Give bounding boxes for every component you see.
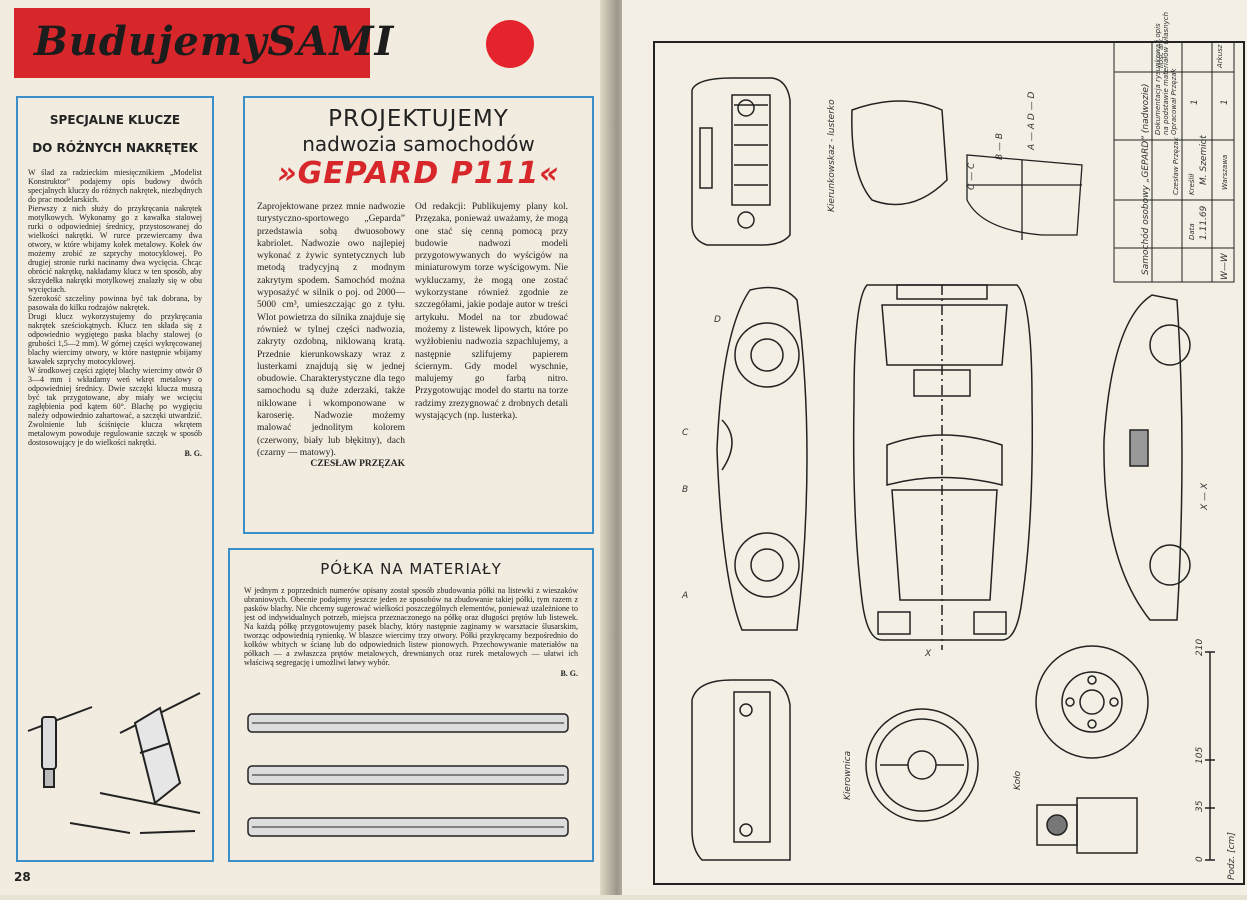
marker-x: X: [924, 649, 932, 659]
title-block-line1: Samochód osobowy „GEPARD” (nadwozie): [1140, 84, 1151, 275]
rear-view: [691, 679, 791, 861]
title-block-city: Warszawa: [1221, 155, 1229, 190]
section-bb-label: B — B: [995, 133, 1005, 160]
section-banner: BudujemySAMI: [14, 8, 393, 78]
marker-d: D: [714, 315, 721, 325]
title-block-line3: na podstawie materiałów własnych: [1162, 12, 1170, 135]
wrench-illustration: [27, 692, 201, 834]
title-block-sheet: 1: [1220, 99, 1230, 105]
top-view: [852, 284, 1034, 650]
keys-article-paragraph: Szerokość szczeliny powinna być tak dobr…: [28, 294, 202, 312]
scale-bar-35: 35: [1195, 800, 1205, 812]
title-block-date: 1.11.69: [1199, 205, 1209, 240]
keys-article-title-line1: SPECJALNE KLUCZE: [49, 113, 181, 127]
gepard-technical-drawing: Samochód osobowy „GEPARD” (nadwozie) Dok…: [653, 12, 1245, 885]
title-block-line5: Czesław Przęzak: [1172, 136, 1180, 195]
gepard-title-line2: nadwozia samochodów: [302, 132, 535, 156]
marker-a: A: [681, 591, 688, 601]
section-views: [966, 154, 1083, 240]
title-block-line2: Dokumentacja rysunkowa i opis: [1154, 23, 1162, 135]
title-block: [1113, 41, 1235, 283]
xx-label: X — X: [1200, 482, 1210, 511]
title-block-sheet-count: 1: [1190, 99, 1200, 105]
red-dot-decoration: [486, 20, 534, 68]
right-page: Samochód osobowy „GEPARD” (nadwozie) Dok…: [622, 0, 1247, 895]
keys-article-signature: B. G.: [184, 449, 202, 458]
section-aadd-label: A — A D — D: [1027, 91, 1037, 151]
scale-bar: [1205, 651, 1215, 861]
marker-c: C: [682, 428, 689, 438]
title-block-drawn-by: M. Szemiot: [1199, 135, 1209, 185]
keys-article-box: SPECJALNE KLUCZE DO RÓŻNYCH NAKRĘTEK W ś…: [16, 96, 214, 862]
scale-bar-label: Podz. [cm]: [1227, 832, 1237, 880]
title-block-scale: W—W: [1220, 252, 1230, 280]
shelf-illustration: [247, 713, 569, 837]
shelf-article-text: W jednym z poprzednich numerów opisany z…: [244, 586, 578, 667]
mirror-label: Kierunkowskaz - lusterko: [827, 99, 837, 212]
shelf-article-signature: B. G.: [560, 669, 578, 678]
profile-view: [1103, 294, 1191, 621]
keys-article-paragraph: Pierwszy z nich służy do przykręcania na…: [28, 204, 202, 294]
banner-title: BudujemySAMI: [34, 18, 395, 65]
title-block-date-label: Data: [1188, 223, 1196, 240]
wheel-label: Koło: [1013, 770, 1023, 790]
gepard-column1-text: Zaprojektowane przez mnie nadwozie turys…: [257, 202, 405, 458]
gepard-article-box: PROJEKTUJEMY nadwozia samochodów »GEPARD…: [243, 96, 594, 534]
hub-section-view: [1036, 797, 1138, 854]
side-view: [716, 286, 808, 631]
steering-wheel-view: [865, 708, 979, 822]
left-page: BudujemySAMI SPECJALNE KLUCZE DO RÓŻNYCH…: [0, 0, 612, 895]
section-cc-label: C — C: [967, 162, 977, 190]
shelf-title: PÓŁKA NA MATERIAŁY: [320, 560, 502, 578]
gepard-author: CZESŁAW PRZĘZAK: [310, 459, 405, 470]
title-block-line4: Opracował Przęzak: [1170, 67, 1178, 135]
scale-bar-0: 0: [1195, 856, 1205, 862]
mirror-view: [851, 100, 948, 206]
front-view: [691, 77, 791, 246]
title-block-sheet-count-label: Ilość ark.: [1157, 37, 1165, 68]
keys-article-paragraph: W środkowej części zgiętej blachy wierci…: [28, 366, 202, 447]
shelf-article-box: PÓŁKA NA MATERIAŁY W jednym z poprzednic…: [228, 548, 594, 862]
title-block-sheet-label: Arkusz: [1216, 44, 1224, 69]
page-number: 28: [14, 870, 31, 884]
keys-article-paragraph: W ślad za radzieckim miesięcznikiem „Mod…: [28, 168, 202, 204]
gepard-title-line1: PROJEKTUJEMY: [328, 106, 509, 132]
title-block-drawn-label: Kreślił: [1188, 173, 1196, 195]
scale-bar-105: 105: [1195, 747, 1205, 764]
keys-article-title-line2: DO RÓŻNYCH NAKRĘTEK: [32, 141, 198, 155]
wheel-view: [1035, 645, 1149, 759]
scale-bar-210: 210: [1195, 639, 1205, 656]
gepard-title-line3: »GEPARD P111«: [277, 156, 560, 191]
marker-b: B: [682, 485, 688, 495]
keys-article-paragraph: Drugi klucz wykorzystujemy do przykręcan…: [28, 312, 202, 366]
gepard-column2-text: Od redakcji: Publikujemy plany kol. Przę…: [415, 202, 568, 422]
steering-wheel-label: Kierownica: [843, 751, 853, 800]
